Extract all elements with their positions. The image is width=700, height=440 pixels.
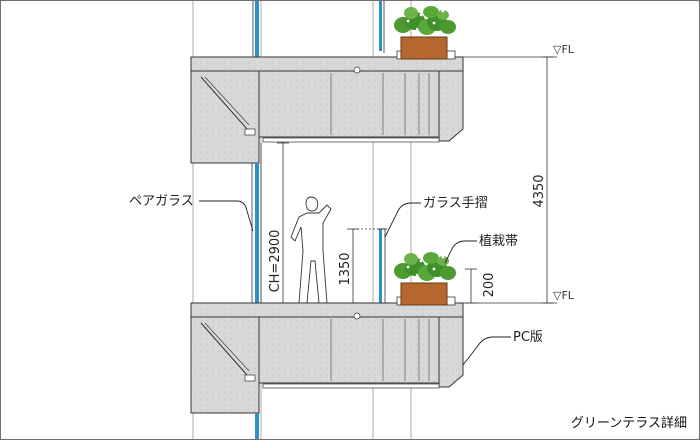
drawing-caption: グリーンテラス詳細 — [571, 415, 687, 431]
planter-offset-dimension — [465, 268, 477, 304]
glass-handrail — [377, 228, 387, 305]
planter-label: 植栽帯 — [479, 233, 518, 249]
handrail-height-label: 1350 — [338, 252, 353, 285]
floor-height-label: 4350 — [532, 174, 547, 207]
planter-offset-label: 200 — [482, 273, 497, 298]
floor-height-dimension — [463, 56, 557, 304]
pair-glass-callout — [199, 200, 254, 232]
ceiling-height-dimension — [277, 142, 289, 304]
lower-slab — [190, 296, 464, 439]
upper-glass-wall — [252, 1, 385, 59]
ceiling-height-label: CH=2900 — [268, 230, 283, 293]
glass-handrail-callout — [384, 202, 421, 238]
glass-handrail-label: ガラス手摺 — [423, 196, 488, 211]
pair-glass-label: ペアガラス — [129, 194, 194, 209]
pc-slab-label: PC版 — [513, 330, 543, 345]
upper-slab — [190, 50, 464, 164]
lower-fl-marker: ▽FL — [553, 289, 575, 302]
lower-planter — [394, 252, 456, 306]
upper-planter — [394, 6, 456, 60]
pair-glass-wall — [251, 143, 262, 305]
pc-slab-callout — [462, 336, 511, 366]
person-figure — [290, 196, 332, 304]
handrail-height-dimension — [347, 228, 379, 304]
planter-callout — [444, 240, 477, 264]
upper-fl-marker: ▽FL — [553, 43, 575, 56]
